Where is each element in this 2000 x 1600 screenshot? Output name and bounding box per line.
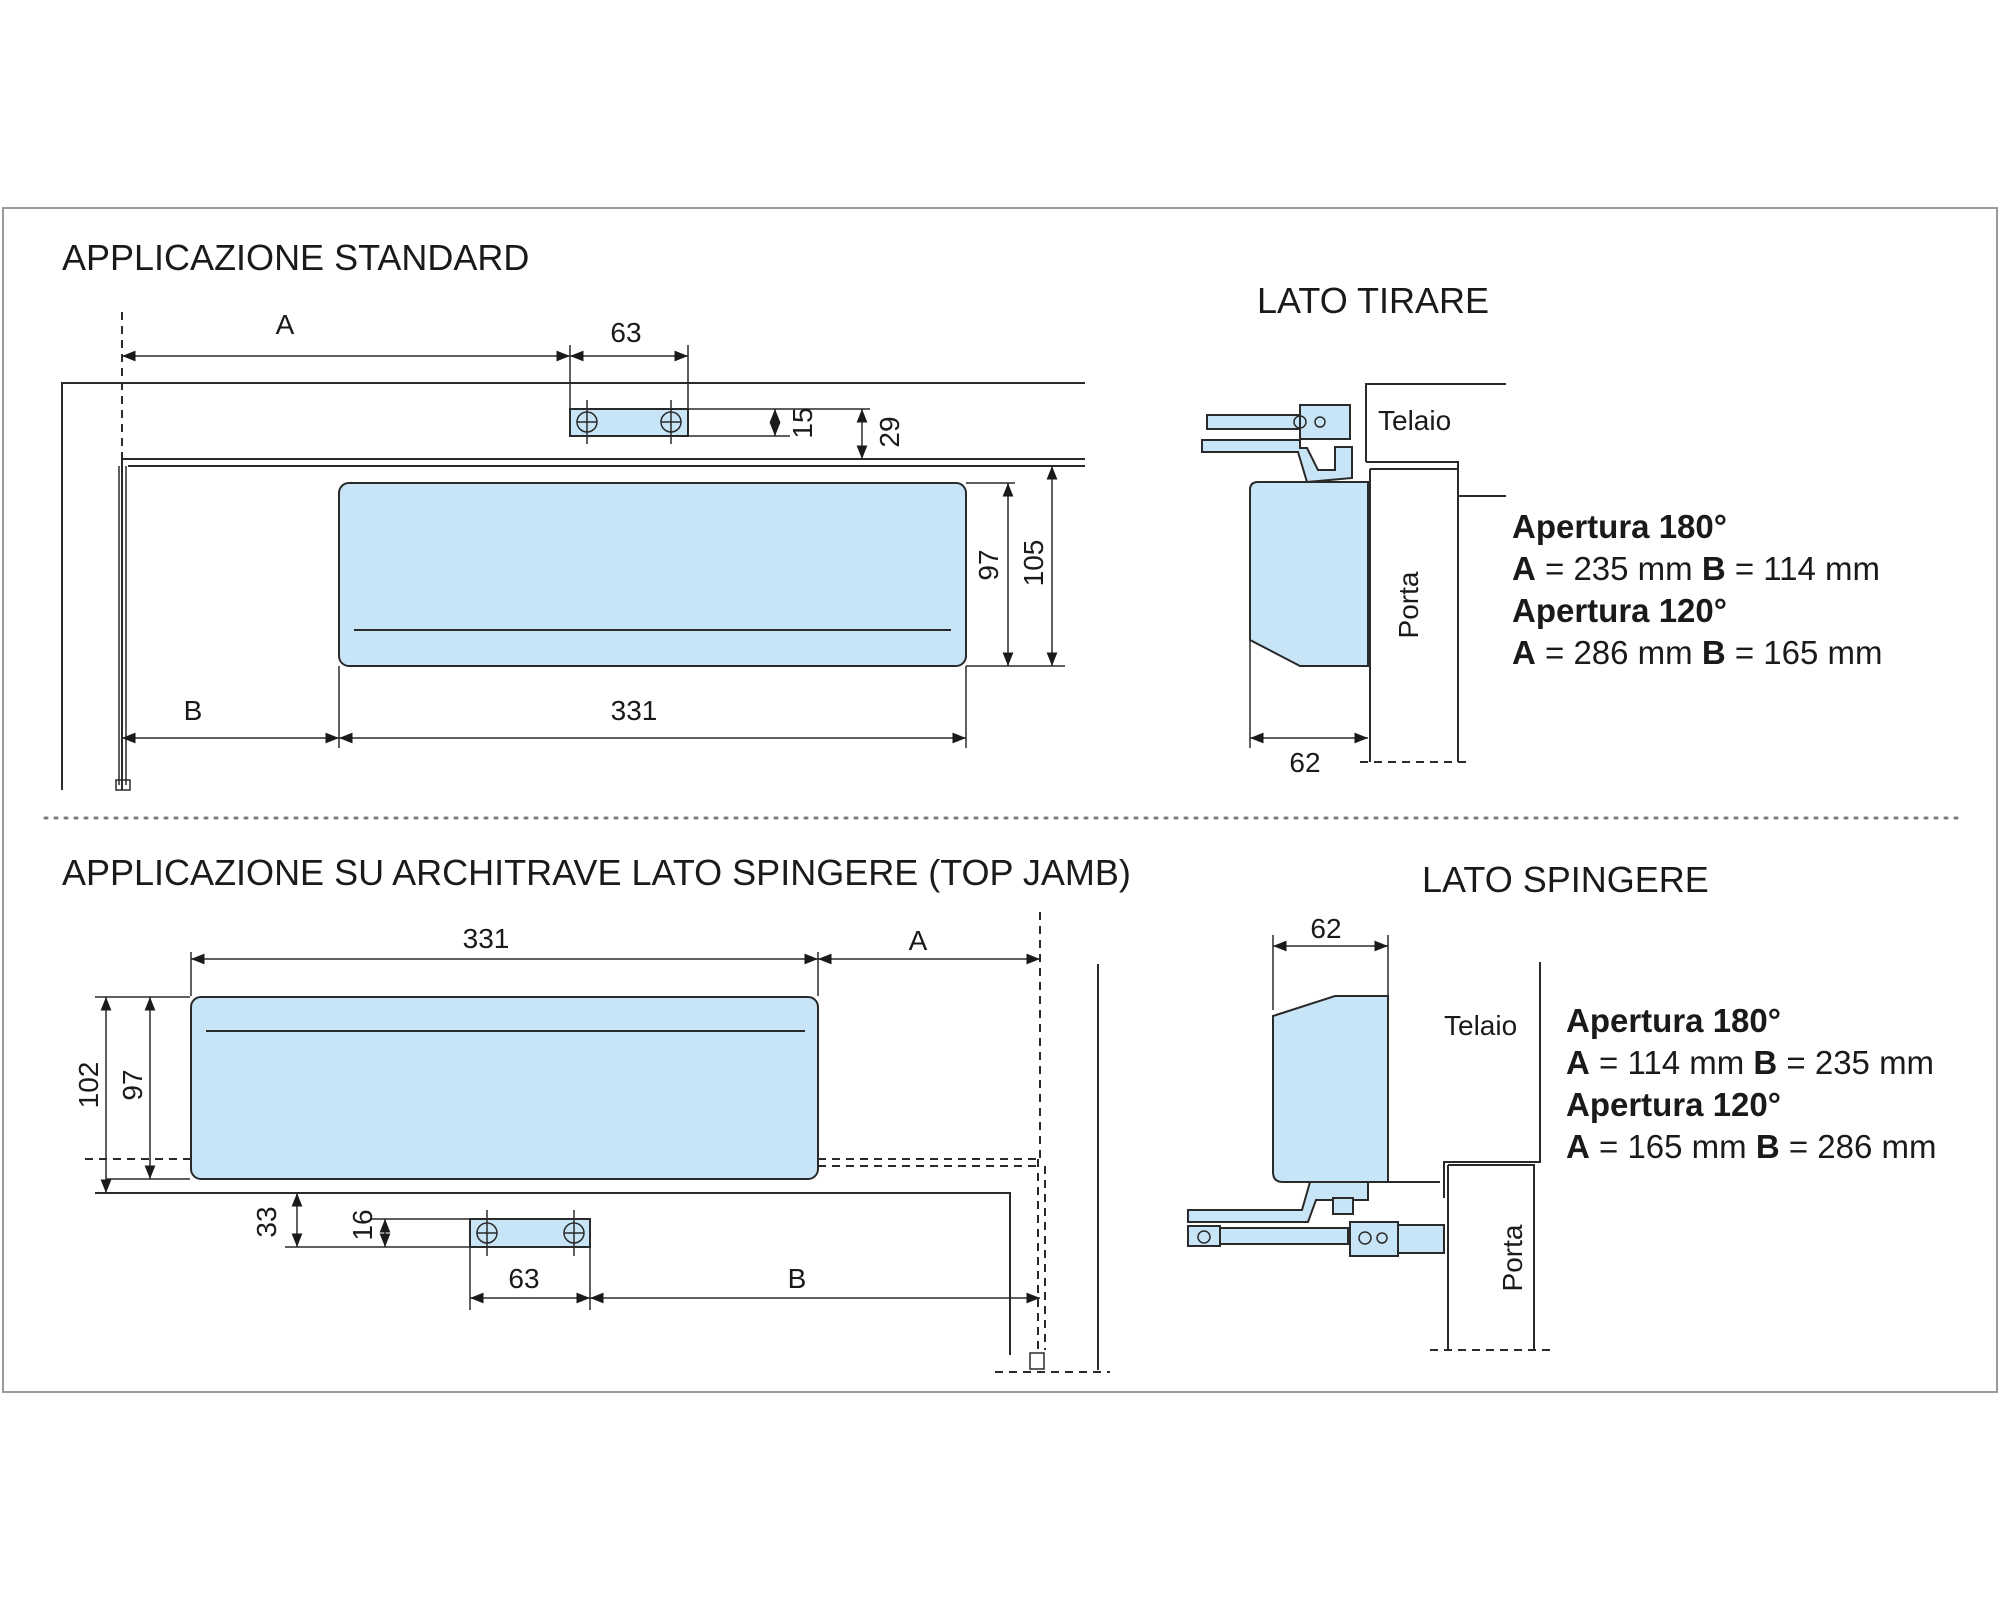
spingere-spec-180-values: A = 114 mm B = 235 mm [1566,1044,1934,1081]
dim-63-label: 63 [610,317,641,348]
spingere-spec-120-heading: Apertura 120° [1566,1086,1781,1123]
dim-29-label: 29 [874,416,905,447]
closer-side-body [1249,481,1369,667]
mounting-plate [569,400,689,444]
top-jamb-mounting-plate [469,1210,591,1256]
closer-arm [1201,404,1353,484]
dim-62-label-2: 62 [1310,913,1341,944]
dim-33-label: 33 [251,1206,282,1237]
top-jamb-closer-body [190,996,819,1180]
top-jamb-title: APPLICAZIONE SU ARCHITRAVE LATO SPINGERE… [62,852,1131,893]
dim-331-label-2: 331 [463,923,510,954]
lato-tirare-title: LATO TIRARE [1257,280,1489,321]
dim-97-label: 97 [973,549,1004,580]
dim-102-label: 102 [73,1062,104,1109]
porta-outline [1370,468,1459,762]
outer-frame [2,207,1998,1393]
lato-spingere-title: LATO SPINGERE [1422,859,1709,900]
dim-a-label-2: A [909,925,928,956]
dim-16-label: 16 [347,1209,378,1240]
top-jamb-frame [95,1192,1011,1355]
dim-97-label-2: 97 [117,1069,148,1100]
telaio-outline [1365,383,1506,462]
frame-outline [61,382,1085,790]
dim-b-label-2: B [788,1263,807,1294]
spec-180-heading: Apertura 180° [1512,508,1727,545]
spingere-porta-label: Porta [1497,1224,1528,1291]
spingere-porta-outline [1448,1164,1535,1350]
telaio-label: Telaio [1378,405,1451,436]
top-jamb-section: APPLICAZIONE SU ARCHITRAVE LATO SPINGERE… [62,852,1131,1373]
standard-title: APPLICAZIONE STANDARD [62,237,529,278]
dim-331-label: 331 [611,695,658,726]
spingere-closer-body [1272,995,1389,1183]
lato-spingere-section: LATO SPINGERE 62 Telaio Porta [1187,859,1937,1351]
spec-180-values: A = 235 mm B = 114 mm [1512,550,1880,587]
door-closer-body [338,482,967,667]
dim-62-label: 62 [1289,747,1320,778]
spingere-telaio-outline [1443,962,1541,1198]
lato-tirare-section: LATO TIRARE Telaio Porta 62 Apertura 180… [1201,280,1883,778]
dim-a-label: A [276,309,295,340]
spingere-spec-180-heading: Apertura 180° [1566,1002,1781,1039]
dim-63-label-2: 63 [508,1263,539,1294]
spec-120-heading: Apertura 120° [1512,592,1727,629]
spingere-spec-120-values: A = 165 mm B = 286 mm [1566,1128,1937,1165]
spec-120-values: A = 286 mm B = 165 mm [1512,634,1883,671]
dim-15-label: 15 [787,407,818,438]
spingere-telaio-label: Telaio [1444,1010,1517,1041]
porta-label: Porta [1393,571,1424,638]
standard-section: APPLICAZIONE STANDARD A [61,237,1085,791]
dim-105-label: 105 [1018,540,1049,587]
dim-b-label: B [184,695,203,726]
spingere-closer-arm [1187,1181,1445,1257]
